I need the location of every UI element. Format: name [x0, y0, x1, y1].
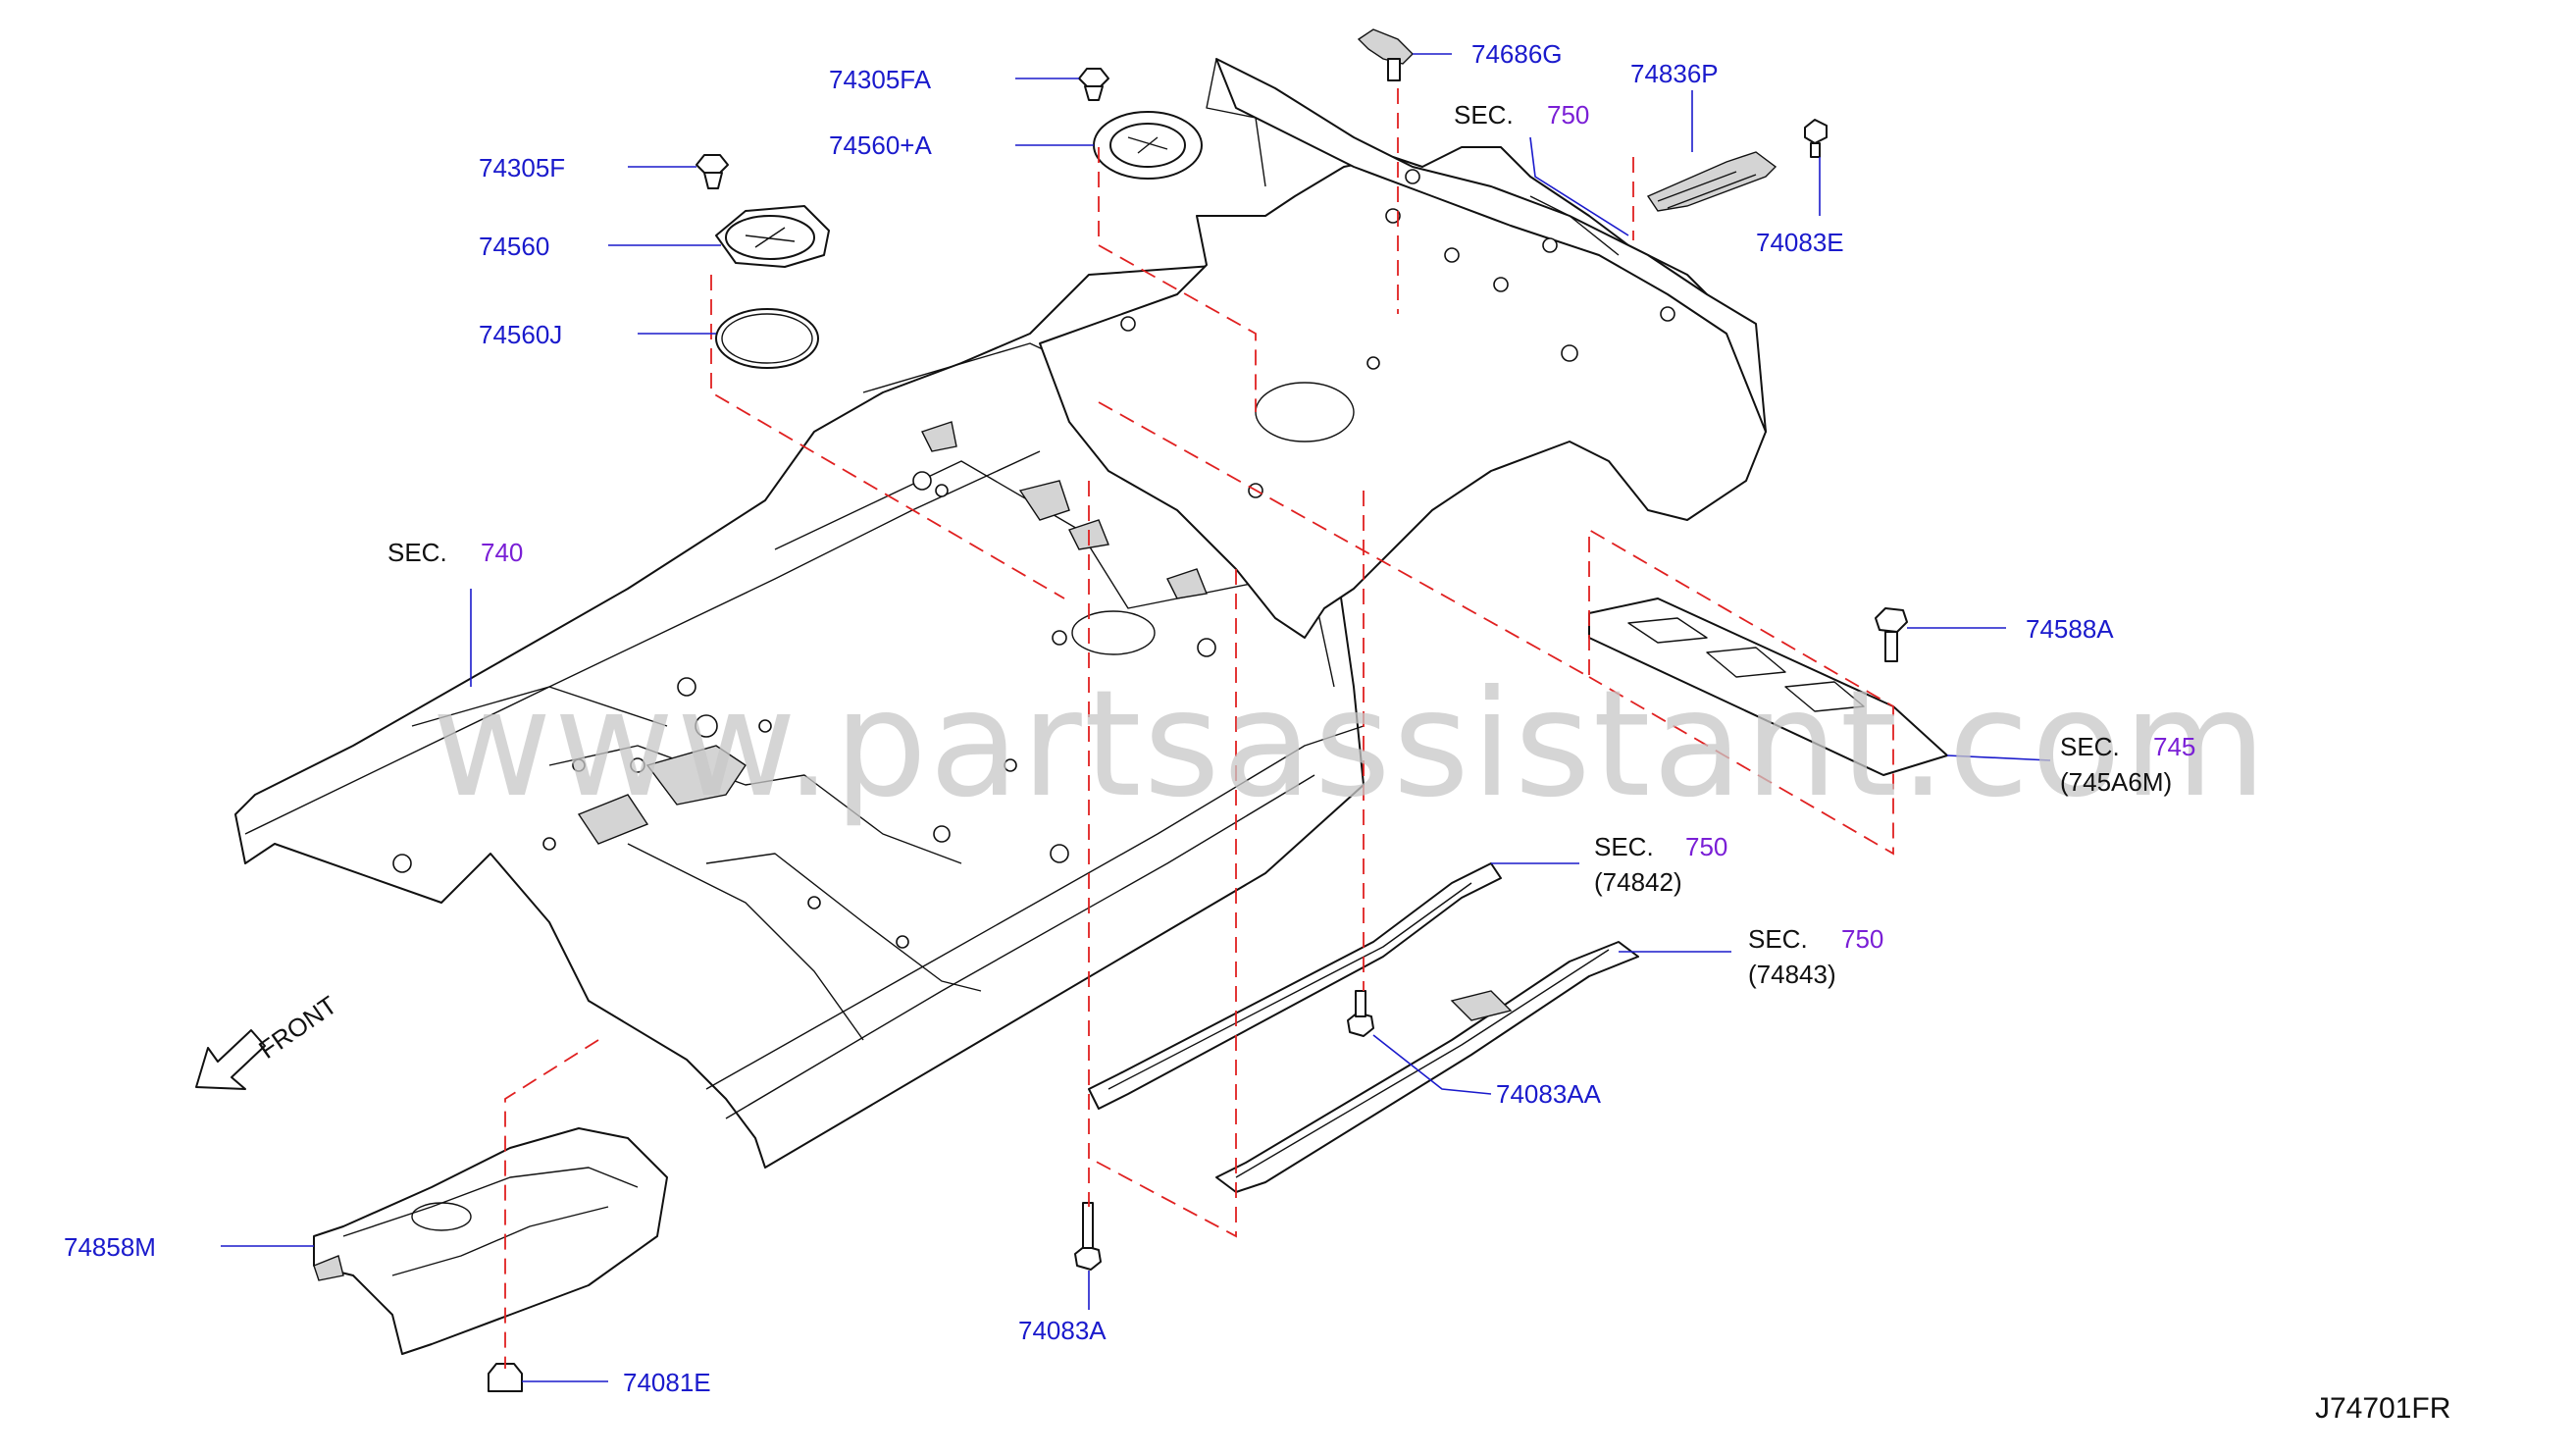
part-74686G-clip: [1357, 28, 1414, 81]
section-750-low: SEC. 750 (74843): [1748, 924, 1883, 989]
sec-subcode: (74842): [1594, 867, 1682, 897]
part-74305FA-clip: [1078, 68, 1109, 101]
section-labels: SEC. 750 SEC. 740 SEC. 745 (745A6M) SEC.…: [387, 100, 2195, 989]
front-arrow-icon: [195, 1029, 266, 1090]
main-floor-panel: [234, 58, 1767, 1169]
part-74305F-clip: [696, 154, 729, 189]
part-74083E-bolt: [1804, 119, 1828, 158]
part-labels: 74686G 74836P 74305FA 74560+A 74305F 745…: [64, 39, 2114, 1397]
label-74560A: 74560+A: [829, 130, 932, 160]
sec-number: 750: [1547, 100, 1589, 130]
label-74858M: 74858M: [64, 1232, 156, 1262]
part-74588A-bolt: [1875, 607, 1908, 662]
label-74305F: 74305F: [479, 153, 565, 182]
label-74083AA: 74083AA: [1496, 1079, 1602, 1109]
section-750-mid: SEC. 750 (74842): [1594, 832, 1727, 897]
label-74560: 74560: [479, 232, 549, 261]
sec-subcode: (74843): [1748, 960, 1836, 989]
label-74305FA: 74305FA: [829, 65, 932, 94]
part-74843-member: [1215, 941, 1639, 1193]
label-74083A: 74083A: [1018, 1316, 1107, 1345]
part-74083A-bolt: [1074, 1202, 1102, 1271]
label-74588A: 74588A: [2026, 614, 2114, 644]
front-label: FRONT: [253, 990, 342, 1065]
sec-number: 750: [1841, 924, 1883, 954]
sec-prefix: SEC.: [1454, 100, 1514, 130]
sec-number: 740: [481, 538, 523, 567]
label-74560J: 74560J: [479, 320, 562, 349]
dashed-guides: [504, 88, 1894, 1369]
watermark: www.partsassistant.com: [432, 659, 2268, 830]
part-74560J-ring: [715, 308, 819, 369]
section-745: SEC. 745 (745A6M): [2060, 732, 2195, 797]
sec-prefix: SEC.: [1594, 832, 1654, 861]
sec-prefix: SEC.: [1748, 924, 1808, 954]
section-750-top: SEC. 750: [1454, 100, 1589, 130]
part-74560-plug: [715, 205, 830, 268]
leader-lines: [221, 53, 2051, 1382]
part-74836P-bracket: [1646, 151, 1777, 212]
section-740: SEC. 740: [387, 538, 523, 567]
label-74686G: 74686G: [1471, 39, 1563, 69]
part-74083AA-bolt: [1347, 990, 1374, 1037]
part-74560A-plug: [1093, 111, 1203, 180]
sec-subcode: (745A6M): [2060, 767, 2172, 797]
part-74842-member: [1088, 862, 1502, 1110]
sec-number: 750: [1685, 832, 1727, 861]
part-74858M-insulator: [313, 1127, 668, 1355]
label-74081E: 74081E: [623, 1368, 711, 1397]
label-74083E: 74083E: [1756, 228, 1844, 257]
diagram-code: J74701FR: [2315, 1392, 2450, 1425]
label-74836P: 74836P: [1630, 59, 1719, 88]
sec-prefix: SEC.: [2060, 732, 2120, 761]
part-74081E-clip: [488, 1363, 523, 1392]
sec-prefix: SEC.: [387, 538, 447, 567]
sec-number: 745: [2153, 732, 2195, 761]
